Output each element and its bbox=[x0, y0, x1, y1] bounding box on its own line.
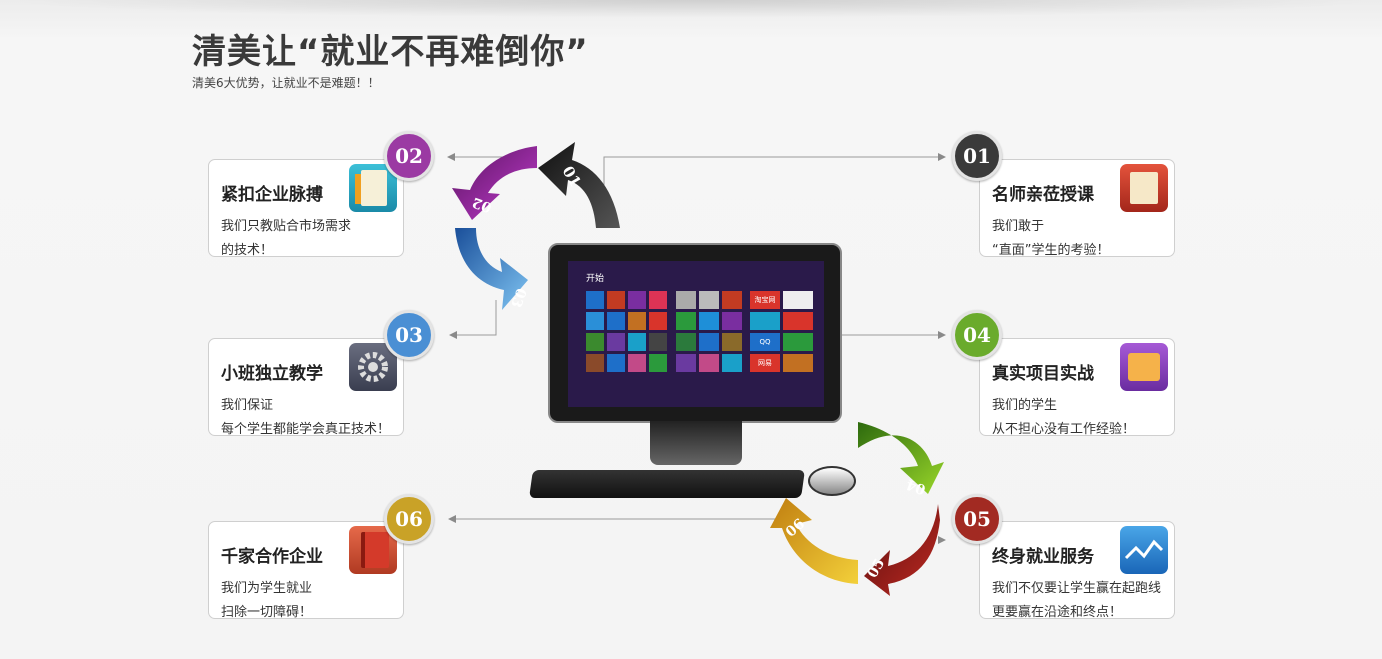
card-line: 我们的学生 bbox=[992, 398, 1058, 413]
badge-01: 01 bbox=[952, 131, 1002, 181]
monitor: 开始 淘宝网 QQ 网易 bbox=[548, 243, 842, 423]
monitor-stand bbox=[650, 421, 742, 465]
svg-text:02: 02 bbox=[470, 194, 494, 216]
card-line: “直面”学生的考验！ bbox=[992, 243, 1110, 258]
svg-text:03: 03 bbox=[507, 286, 529, 310]
page-title: 清美让“就业不再难倒你” bbox=[192, 32, 589, 72]
badge-04: 04 bbox=[952, 310, 1002, 360]
arrow-04: 04 bbox=[858, 422, 944, 497]
card-line: 从不担心没有工作经验！ bbox=[992, 422, 1136, 437]
card-line: 每个学生都能学会真正技术！ bbox=[221, 422, 391, 437]
card-title: 紧扣企业脉搏 bbox=[221, 185, 323, 205]
keyboard bbox=[529, 470, 805, 498]
card-01: 名师亲莅授课 我们敢于 “直面”学生的考验！ bbox=[979, 159, 1175, 258]
card-line: 我们保证 bbox=[221, 398, 274, 413]
arrow-06: 06 bbox=[770, 498, 858, 584]
pencil-notebook-icon bbox=[349, 164, 397, 212]
card-title: 名师亲莅授课 bbox=[992, 185, 1094, 205]
card-title: 千家合作企业 bbox=[221, 547, 323, 567]
tile-group-1 bbox=[586, 291, 668, 395]
arrow-01: 01 bbox=[538, 142, 620, 228]
card-05: 终身就业服务 我们不仅要让学生赢在起跑线 更要赢在沿途和终点！ bbox=[979, 521, 1175, 620]
page-subtitle: 清美6大优势，让就业不是难题！！ bbox=[192, 76, 380, 90]
top-shadow bbox=[0, 0, 1382, 18]
card-line: 扫除一切障碍！ bbox=[221, 605, 313, 620]
card-04: 真实项目实战 我们的学生 从不担心没有工作经验！ bbox=[979, 338, 1175, 437]
card-line: 更要赢在沿途和终点！ bbox=[992, 605, 1123, 620]
arrow-05: 05 bbox=[864, 504, 940, 596]
tile-group-2 bbox=[676, 291, 742, 395]
card-title: 终身就业服务 bbox=[992, 547, 1094, 567]
card-line: 我们为学生就业 bbox=[221, 581, 313, 596]
card-line: 的技术！ bbox=[221, 243, 274, 258]
card-line: 我们敢于 bbox=[992, 219, 1045, 234]
arrow-02: 02 bbox=[452, 146, 537, 220]
card-title: 真实项目实战 bbox=[992, 364, 1094, 384]
badge-02: 02 bbox=[384, 131, 434, 181]
card-02: 紧扣企业脉搏 我们只教贴合市场需求 的技术！ bbox=[208, 159, 404, 258]
start-label: 开始 bbox=[586, 274, 605, 284]
monitor-screen: 开始 淘宝网 QQ 网易 bbox=[568, 261, 824, 407]
card-title: 小班独立教学 bbox=[221, 364, 323, 384]
svg-text:04: 04 bbox=[904, 475, 928, 497]
arrow-03: 03 bbox=[455, 228, 529, 310]
badge-06: 06 bbox=[384, 494, 434, 544]
card-03: 小班独立教学 我们保证 每个学生都能学会真正技术！ bbox=[208, 338, 404, 437]
badge-05: 05 bbox=[952, 494, 1002, 544]
tile-group-3: 淘宝网 QQ 网易 bbox=[750, 291, 820, 395]
badge-03: 03 bbox=[384, 310, 434, 360]
chart-icon bbox=[1120, 526, 1168, 574]
card-line: 我们不仅要让学生赢在起跑线 bbox=[992, 581, 1162, 596]
connector-03 bbox=[449, 300, 497, 339]
folder-icon bbox=[1120, 343, 1168, 391]
card-06: 千家合作企业 我们为学生就业 扫除一切障碍！ bbox=[208, 521, 404, 620]
notepad-icon bbox=[1120, 164, 1168, 212]
mouse bbox=[808, 466, 856, 496]
card-line: 我们只教贴合市场需求 bbox=[221, 219, 352, 234]
